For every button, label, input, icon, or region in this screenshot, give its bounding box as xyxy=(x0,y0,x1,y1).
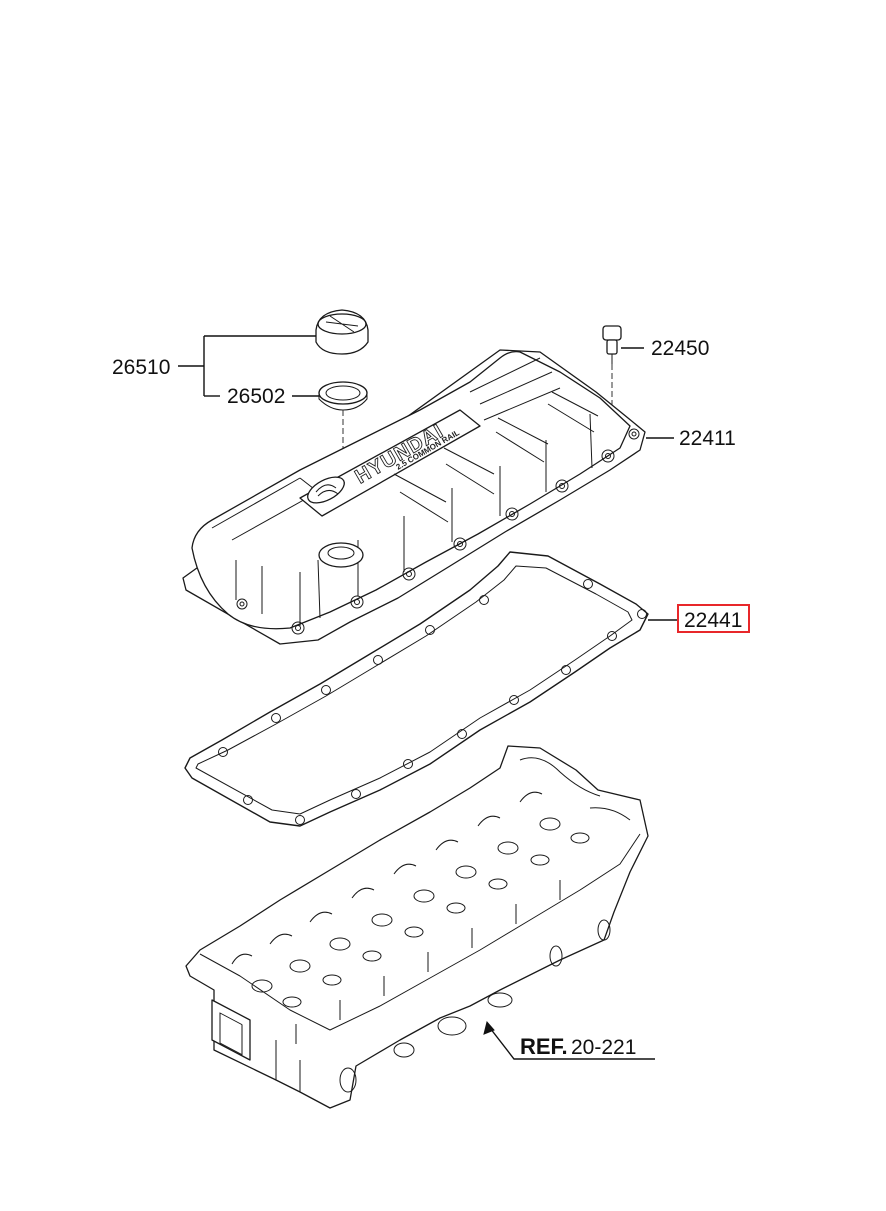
callout-26510[interactable]: 26510 xyxy=(112,356,170,379)
callout-26502[interactable]: 26502 xyxy=(227,385,285,408)
ref-number[interactable]: 20-221 xyxy=(571,1036,636,1059)
ref-prefix: REF. xyxy=(520,1034,568,1059)
leader-lines xyxy=(178,335,678,1060)
callout-22441[interactable]: 22441 xyxy=(684,609,742,632)
callout-22450[interactable]: 22450 xyxy=(651,337,709,360)
rocker-cover-gasket[interactable] xyxy=(184,551,649,827)
callout-22411[interactable]: 22411 xyxy=(679,427,736,450)
selected-callout-highlight xyxy=(677,604,750,633)
cylinder-head[interactable] xyxy=(185,745,649,1109)
oil-filler-cap[interactable] xyxy=(315,309,369,355)
filler-cap-gasket[interactable] xyxy=(318,381,368,411)
pcv-valve[interactable] xyxy=(602,325,622,364)
rocker-cover[interactable] xyxy=(182,349,646,645)
